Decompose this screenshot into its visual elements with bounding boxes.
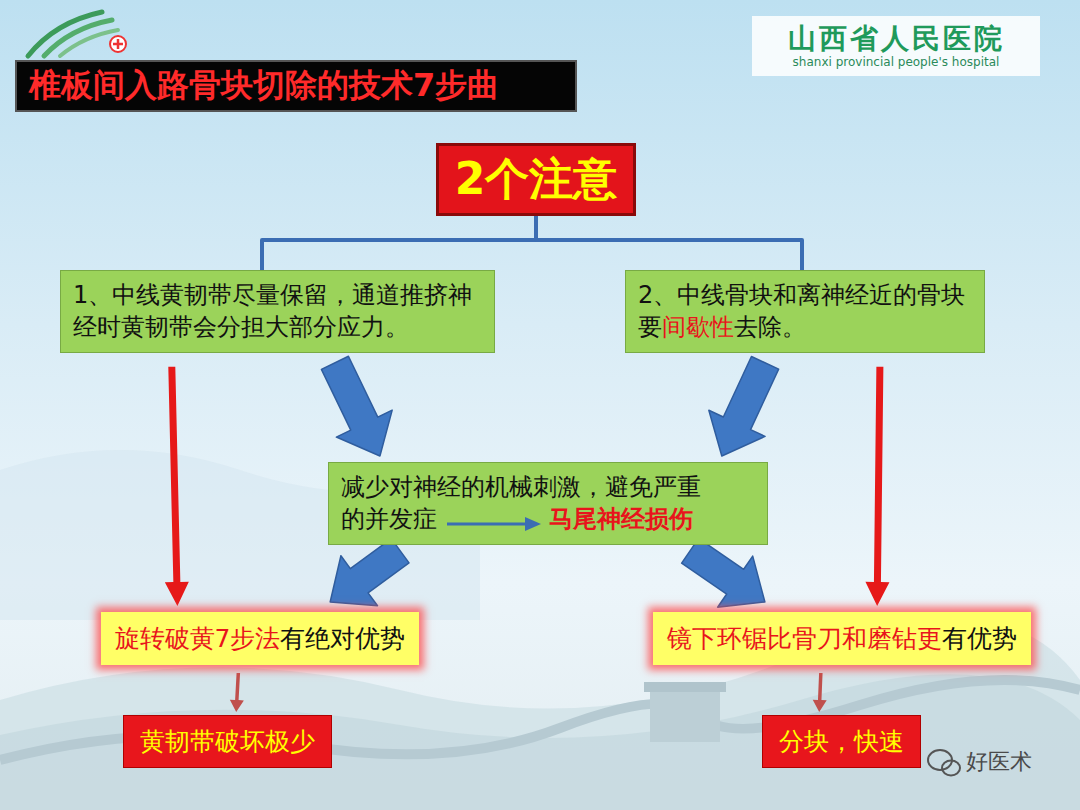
arrow-shaft xyxy=(447,523,527,526)
node-text: 2个注意 xyxy=(455,150,618,209)
block-arrow xyxy=(330,539,409,606)
advantage-box: 旋转破黄7步法有绝对优势 xyxy=(101,612,420,665)
wechat-icon xyxy=(928,750,960,776)
red-arrow xyxy=(165,367,189,606)
small-arrow xyxy=(230,673,244,712)
highlight-run: 间歇性 xyxy=(662,313,734,341)
watch-tower xyxy=(650,690,720,742)
text-run: 有绝对优势 xyxy=(280,624,405,653)
logo-stroke xyxy=(28,12,102,56)
brace-connector xyxy=(262,216,536,270)
highlight-run: 旋转破黄7步法 xyxy=(115,624,281,653)
mountain-backdrop xyxy=(0,450,1080,810)
node-text: 1、中线黄韧带尽量保留，通道推挤神经时黄韧带会分担大部分应力。 xyxy=(73,279,482,344)
block-arrow xyxy=(682,538,765,607)
result-box: 分块，快速 xyxy=(762,715,921,768)
highlight-run: 镜下环锯比骨刀和磨钻更 xyxy=(667,624,942,653)
title-text: 椎板间入路骨块切除的技术7步曲 xyxy=(29,64,499,108)
title-bar: 椎板间入路骨块切除的技术7步曲 xyxy=(15,60,577,112)
hospital-name: 山西省人民医院 xyxy=(760,20,1032,58)
near-hill xyxy=(0,618,1080,810)
node-text: 2、中线骨块和离神经近的骨块要间歇性去除。 xyxy=(638,279,972,344)
effect-box: 减少对神经的机械刺激，避免严重的并发症马尾神经损伤 xyxy=(328,462,768,545)
node-text: 分块，快速 xyxy=(779,725,904,758)
text-run: 去除。 xyxy=(734,313,806,341)
result-box: 黄韧带破坏极少 xyxy=(123,715,332,768)
brace-connector xyxy=(536,216,802,270)
icon-bubble xyxy=(942,761,960,776)
small-arrow xyxy=(813,673,827,712)
block-arrow xyxy=(321,356,392,456)
inline-arrow xyxy=(443,510,543,530)
text-run: 有优势 xyxy=(942,624,1017,653)
advantage-box: 镜下环锯比骨刀和磨钻更有优势 xyxy=(653,612,1031,665)
watch-tower-top xyxy=(644,682,726,692)
logo-cross-ring xyxy=(110,36,126,52)
note-box: 2、中线骨块和离神经近的骨块要间歇性去除。 xyxy=(625,270,985,353)
node-text: 黄韧带破坏极少 xyxy=(140,725,315,758)
block-arrow xyxy=(709,356,779,456)
arrow-head xyxy=(525,517,541,531)
node-text: 旋转破黄7步法有绝对优势 xyxy=(115,622,406,655)
logo-stroke xyxy=(44,20,112,56)
hospital-logo xyxy=(28,12,126,56)
inline-arrow-icon xyxy=(443,514,543,534)
node-emphasis: 马尾神经损伤 xyxy=(549,505,693,533)
red-arrow xyxy=(865,367,889,606)
hospital-name-plate xyxy=(752,16,1040,76)
node-text: 镜下环锯比骨刀和磨钻更有优势 xyxy=(667,622,1017,655)
note-box: 1、中线黄韧带尽量保留，通道推挤神经时黄韧带会分担大部分应力。 xyxy=(60,270,495,353)
logo-cross xyxy=(113,39,123,49)
heading-box: 2个注意 xyxy=(436,143,637,216)
hospital-name-en: shanxi provincial people's hospital xyxy=(760,55,1032,69)
near-hill xyxy=(0,674,1080,810)
watermark: 好医术 xyxy=(966,747,1066,777)
